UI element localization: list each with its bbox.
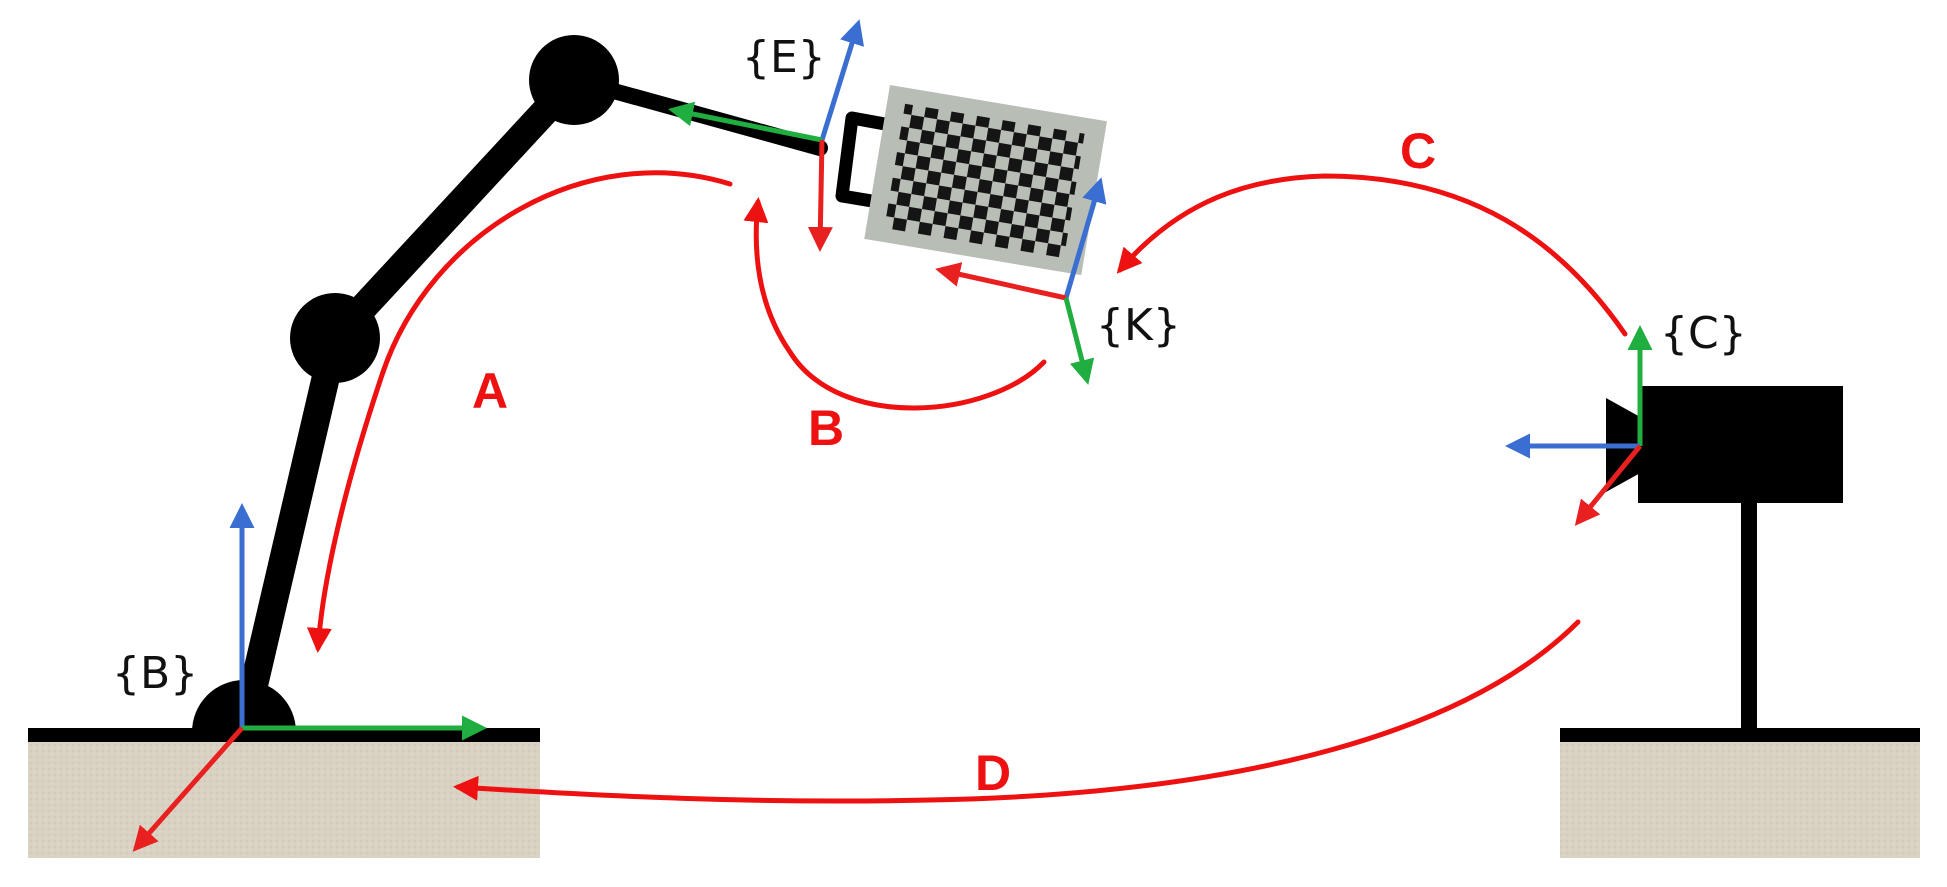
frame-e-label: {E} bbox=[742, 32, 826, 83]
frame-c-label: {C} bbox=[1660, 308, 1747, 359]
frame-c-axes bbox=[1505, 325, 1653, 526]
camera-ground bbox=[1560, 728, 1920, 858]
transform-d-label: D bbox=[975, 745, 1011, 801]
robot-joint-shoulder bbox=[529, 35, 619, 125]
transform-a-arrow bbox=[306, 170, 733, 653]
frame-e-axes bbox=[668, 19, 865, 252]
robot-gripper bbox=[835, 111, 887, 209]
frame-b-axes bbox=[132, 503, 487, 852]
robot-ground bbox=[28, 728, 540, 858]
transform-d-arrow bbox=[453, 619, 1581, 804]
transform-b-arrow bbox=[743, 197, 1047, 411]
checkerboard bbox=[864, 85, 1107, 276]
frame-k-axes bbox=[935, 177, 1107, 385]
robot-link-1 bbox=[230, 324, 349, 742]
robot-joint-elbow bbox=[290, 293, 380, 383]
transform-c-arrow bbox=[1116, 173, 1628, 337]
transform-c-label: C bbox=[1400, 123, 1436, 179]
frame-k-label: {K} bbox=[1096, 300, 1181, 351]
camera-body bbox=[1638, 386, 1843, 503]
robot-arm bbox=[192, 35, 887, 742]
camera-stand-pole bbox=[1741, 500, 1757, 732]
robot-link-2 bbox=[321, 66, 588, 352]
transform-b-label: B bbox=[808, 400, 844, 456]
transform-a-label: A bbox=[472, 363, 508, 419]
frame-b-label: {B} bbox=[112, 648, 198, 699]
